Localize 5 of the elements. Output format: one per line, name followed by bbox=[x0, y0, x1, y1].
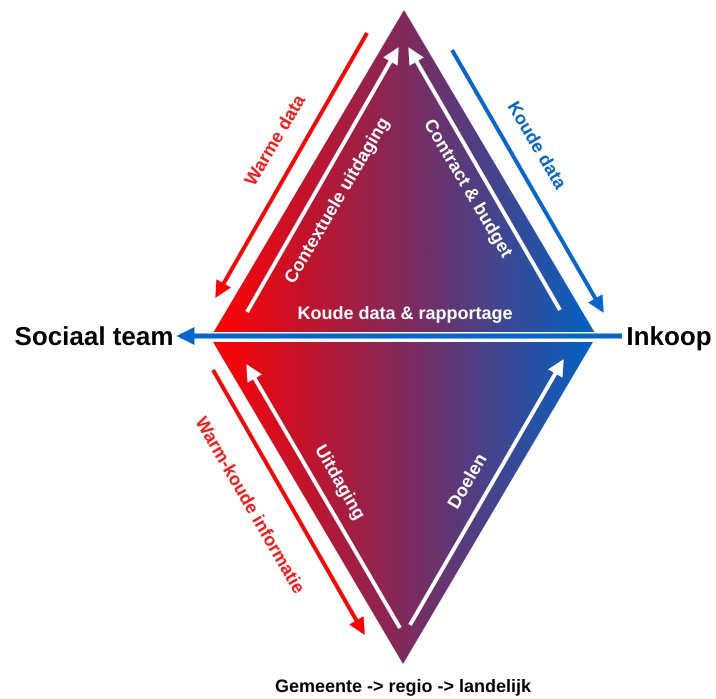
arrow bbox=[176, 327, 622, 345]
scale-caption: Gemeente -> regio -> landelijk bbox=[274, 675, 532, 698]
edge-label: Koude data & rapportage bbox=[297, 304, 513, 322]
actor-label: Sociaal team bbox=[14, 320, 174, 352]
actor-label: Inkoop bbox=[626, 320, 712, 352]
